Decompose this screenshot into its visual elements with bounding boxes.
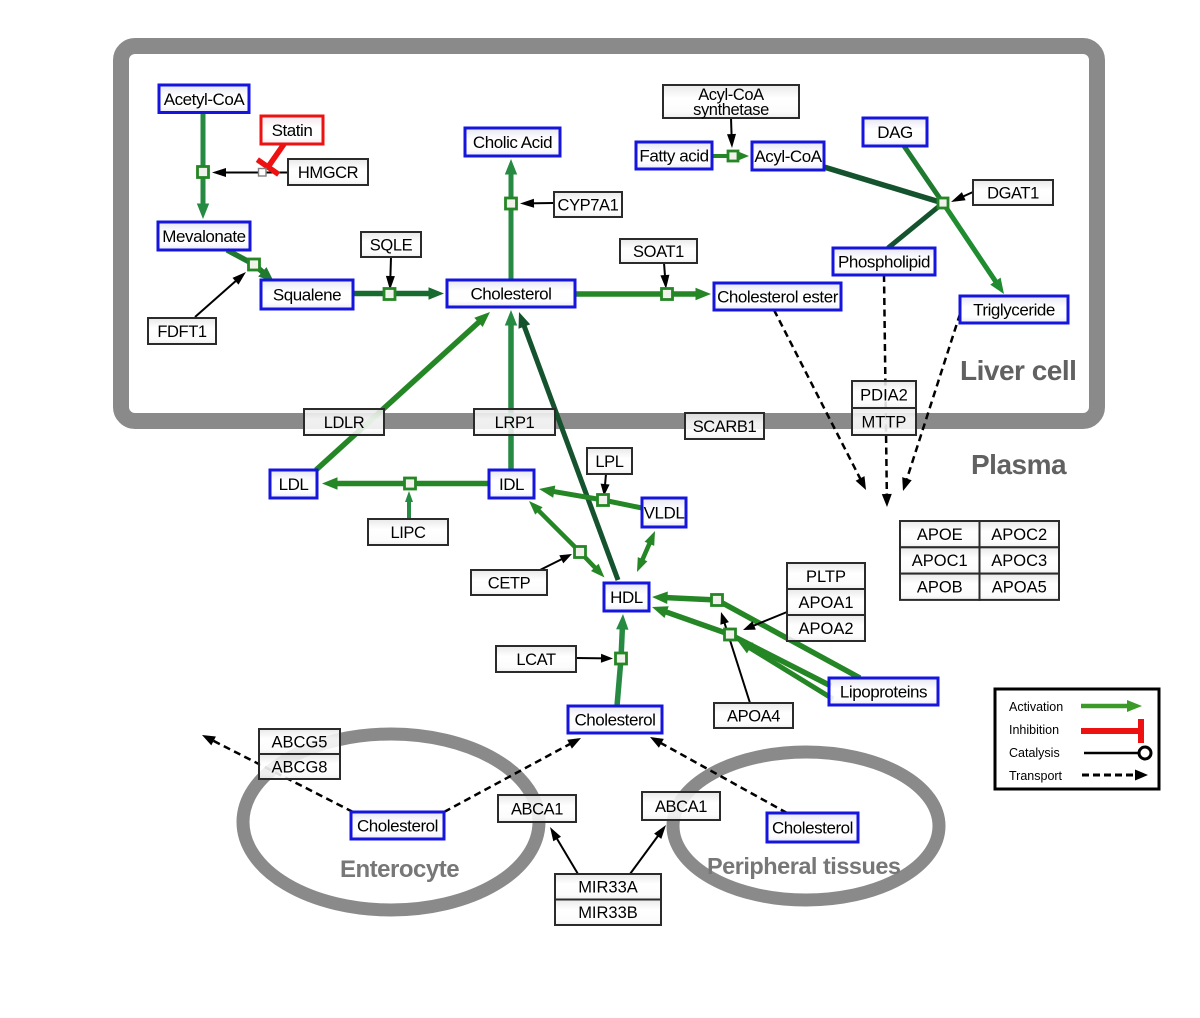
svg-text:CETP: CETP xyxy=(488,574,531,592)
svg-text:APOA1: APOA1 xyxy=(798,594,853,612)
svg-text:Lipoproteins: Lipoproteins xyxy=(840,683,927,702)
svg-text:ABCG8: ABCG8 xyxy=(272,758,328,776)
svg-text:APOE: APOE xyxy=(917,526,963,544)
svg-text:ABCA1: ABCA1 xyxy=(511,800,563,818)
svg-text:PLTP: PLTP xyxy=(806,568,846,586)
svg-text:LDL: LDL xyxy=(279,475,309,494)
svg-text:ABCG5: ABCG5 xyxy=(272,733,328,751)
svg-text:SQLE: SQLE xyxy=(370,236,413,254)
svg-text:Cholic Acid: Cholic Acid xyxy=(473,133,552,152)
svg-text:ABCA1: ABCA1 xyxy=(655,798,707,816)
svg-text:IDL: IDL xyxy=(499,475,524,494)
svg-text:Peripheral tissues: Peripheral tissues xyxy=(707,853,901,879)
svg-text:HDL: HDL xyxy=(610,588,643,607)
svg-text:APOA4: APOA4 xyxy=(727,707,780,725)
svg-text:PDIA2: PDIA2 xyxy=(860,386,908,404)
svg-text:DAG: DAG xyxy=(877,123,913,142)
svg-text:SCARB1: SCARB1 xyxy=(693,418,757,436)
svg-text:FDFT1: FDFT1 xyxy=(157,323,207,341)
svg-text:APOC1: APOC1 xyxy=(912,552,968,570)
svg-text:APOC2: APOC2 xyxy=(991,526,1047,544)
svg-text:Cholesterol: Cholesterol xyxy=(357,817,438,836)
svg-text:APOA5: APOA5 xyxy=(992,579,1047,597)
svg-text:Enterocyte: Enterocyte xyxy=(340,856,459,883)
svg-text:CYP7A1: CYP7A1 xyxy=(558,196,619,214)
svg-text:SOAT1: SOAT1 xyxy=(633,243,684,261)
svg-text:Phospholipid: Phospholipid xyxy=(838,253,930,272)
svg-text:VLDL: VLDL xyxy=(644,504,685,523)
svg-text:MIR33A: MIR33A xyxy=(578,879,638,897)
svg-text:APOA2: APOA2 xyxy=(798,620,853,638)
svg-text:Catalysis: Catalysis xyxy=(1009,746,1060,760)
svg-text:Acyl-CoA: Acyl-CoA xyxy=(754,147,822,166)
svg-text:MIR33B: MIR33B xyxy=(578,904,638,922)
svg-text:Squalene: Squalene xyxy=(273,286,341,305)
svg-text:LIPC: LIPC xyxy=(390,524,426,542)
svg-text:LRP1: LRP1 xyxy=(495,414,535,432)
svg-text:Acetyl-CoA: Acetyl-CoA xyxy=(164,90,246,109)
svg-text:Plasma: Plasma xyxy=(971,449,1067,480)
svg-text:Triglyceride: Triglyceride xyxy=(973,301,1055,320)
svg-text:Activation: Activation xyxy=(1009,700,1063,714)
svg-text:Cholesterol: Cholesterol xyxy=(574,711,655,730)
svg-text:LPL: LPL xyxy=(595,453,623,471)
svg-text:Inhibition: Inhibition xyxy=(1009,723,1059,737)
svg-text:HMGCR: HMGCR xyxy=(298,164,359,182)
svg-text:LCAT: LCAT xyxy=(516,651,556,669)
svg-text:Mevalonate: Mevalonate xyxy=(162,227,245,246)
svg-text:APOB: APOB xyxy=(917,579,963,597)
svg-text:Transport: Transport xyxy=(1009,769,1063,783)
svg-text:Statin: Statin xyxy=(272,121,313,140)
svg-text:LDLR: LDLR xyxy=(324,414,365,432)
svg-text:Cholesterol: Cholesterol xyxy=(470,285,551,304)
svg-text:MTTP: MTTP xyxy=(862,413,907,431)
svg-text:Cholesterol: Cholesterol xyxy=(772,819,853,838)
svg-text:DGAT1: DGAT1 xyxy=(987,184,1039,202)
svg-text:Liver cell: Liver cell xyxy=(960,355,1076,386)
svg-text:Cholesterol ester: Cholesterol ester xyxy=(717,288,839,307)
svg-text:Fatty acid: Fatty acid xyxy=(639,147,708,166)
svg-text:synthetase: synthetase xyxy=(693,101,769,119)
svg-text:APOC3: APOC3 xyxy=(991,552,1047,570)
